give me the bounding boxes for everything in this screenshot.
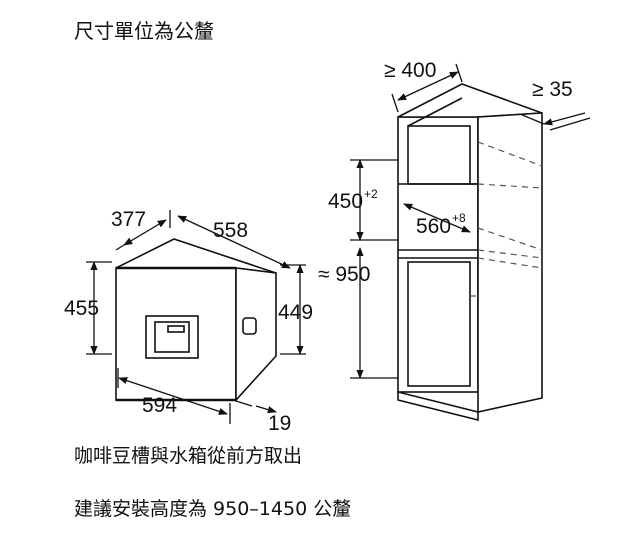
side-handle bbox=[242, 317, 257, 335]
cabinet-front-frame bbox=[397, 116, 479, 393]
cabinet-side-face bbox=[477, 112, 543, 413]
dim-455: 455 bbox=[64, 297, 99, 320]
dim-niche-height-tolerance: +2 bbox=[364, 187, 378, 201]
install-height-note: 建議安裝高度為 950–1450 公釐 bbox=[74, 498, 352, 520]
coffee-machine-drawing bbox=[115, 238, 277, 403]
dim-19: 19 bbox=[268, 412, 291, 435]
machine-side-face bbox=[235, 267, 277, 403]
dim-back-gap: ≥ 35 bbox=[532, 78, 573, 101]
tall-cabinet-drawing bbox=[397, 83, 543, 422]
dim-558: 558 bbox=[213, 219, 248, 242]
dim-floor-height: ≈ 950 bbox=[318, 263, 370, 286]
dim-niche-width-tolerance: +8 bbox=[452, 211, 466, 225]
units-title: 尺寸單位為公釐 bbox=[74, 19, 214, 43]
dim-niche-width: 560 bbox=[416, 215, 451, 238]
dim-cabinet-depth: ≥ 400 bbox=[384, 59, 436, 82]
removal-note: 咖啡豆槽與水箱從前方取出 bbox=[74, 445, 303, 467]
dim-449: 449 bbox=[278, 301, 313, 324]
dim-594: 594 bbox=[142, 394, 177, 417]
dim-niche-height: 450 bbox=[328, 190, 363, 213]
cabinet-hidden-lines bbox=[470, 141, 543, 297]
dispenser-opening bbox=[145, 315, 199, 359]
machine-dimension-lines bbox=[86, 210, 306, 424]
cabinet-dimension-lines bbox=[350, 63, 591, 379]
cabinet-top-face bbox=[397, 83, 543, 118]
machine-front-face bbox=[115, 267, 237, 401]
dim-377: 377 bbox=[111, 208, 146, 231]
